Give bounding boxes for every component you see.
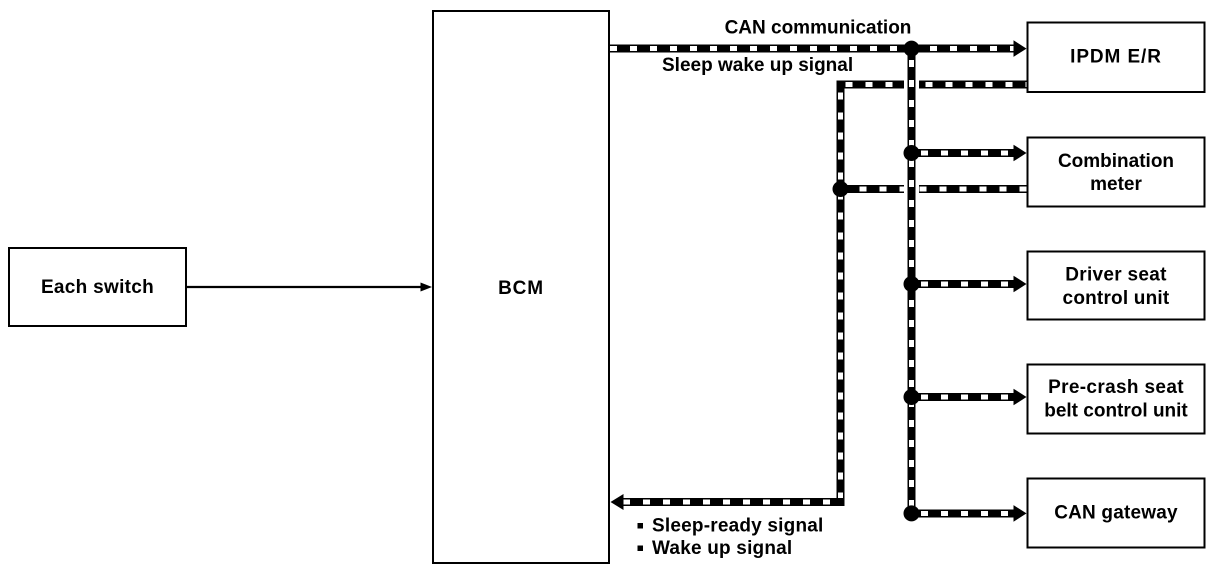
svg-text:meter: meter (1090, 174, 1142, 195)
svg-text:BCM: BCM (498, 278, 544, 299)
svg-text:CAN communication: CAN communication (725, 18, 912, 39)
svg-text:IPDM E/R: IPDM E/R (1070, 47, 1162, 68)
svg-text:belt control unit: belt control unit (1044, 401, 1188, 422)
svg-text:Each switch: Each switch (41, 277, 154, 298)
svg-text:Pre-crash seat: Pre-crash seat (1048, 377, 1184, 398)
svg-text:Sleep-ready signal: Sleep-ready signal (652, 516, 824, 537)
svg-text:CAN gateway: CAN gateway (1054, 503, 1178, 524)
svg-text:Sleep wake up signal: Sleep wake up signal (662, 55, 853, 76)
svg-text:Wake up signal: Wake up signal (652, 538, 792, 559)
svg-text:Driver seat: Driver seat (1065, 265, 1167, 286)
svg-text:control unit: control unit (1063, 288, 1170, 309)
svg-text:Combination: Combination (1058, 151, 1174, 172)
